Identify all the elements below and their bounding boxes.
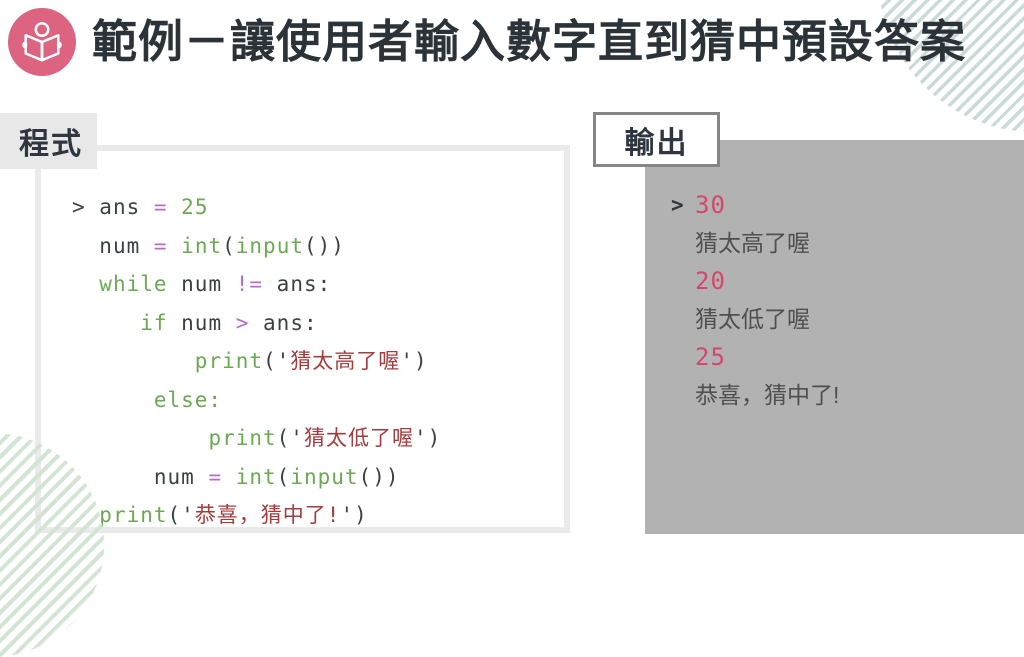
output-line: >30 xyxy=(671,186,1024,224)
page-title: 範例－讓使用者輸入數字直到猜中預設答案 xyxy=(92,16,967,67)
output-line: 25 xyxy=(695,343,726,371)
code-line: print('猜太高了喔') xyxy=(194,349,428,373)
person-reading-book-icon xyxy=(8,8,76,76)
output-prompt: > xyxy=(671,193,684,217)
code-line: num = int(input()) xyxy=(153,464,400,489)
code-line: num = int(input()) xyxy=(99,233,345,258)
code-line: else: xyxy=(153,387,223,412)
code-listing: > ans = 25 num = int(input()) while num … xyxy=(41,151,564,535)
code-line: while num != ans: xyxy=(99,272,332,296)
code-box: > ans = 25 num = int(input()) while num … xyxy=(35,145,570,533)
code-line: print('猜太低了喔') xyxy=(208,426,442,450)
output-line: 20 xyxy=(695,267,726,295)
code-line: > ans = 25 xyxy=(72,195,209,219)
output-panel-label: 輸出 xyxy=(593,112,720,167)
output-listing: >30 猜太高了喔 20 猜太低了喔 25 恭喜，猜中了! xyxy=(645,140,1024,414)
output-line: 猜太高了喔 xyxy=(695,230,810,256)
code-line: print('恭喜，猜中了!') xyxy=(99,503,368,527)
code-panel-label: 程式 xyxy=(0,113,97,169)
title-bar: 範例－讓使用者輸入數字直到猜中預設答案 xyxy=(8,8,966,76)
code-line: if num > ans: xyxy=(140,310,318,335)
output-line: 猜太低了喔 xyxy=(695,306,810,332)
output-line: 恭喜，猜中了! xyxy=(695,382,840,408)
output-box: >30 猜太高了喔 20 猜太低了喔 25 恭喜，猜中了! xyxy=(645,140,1024,534)
